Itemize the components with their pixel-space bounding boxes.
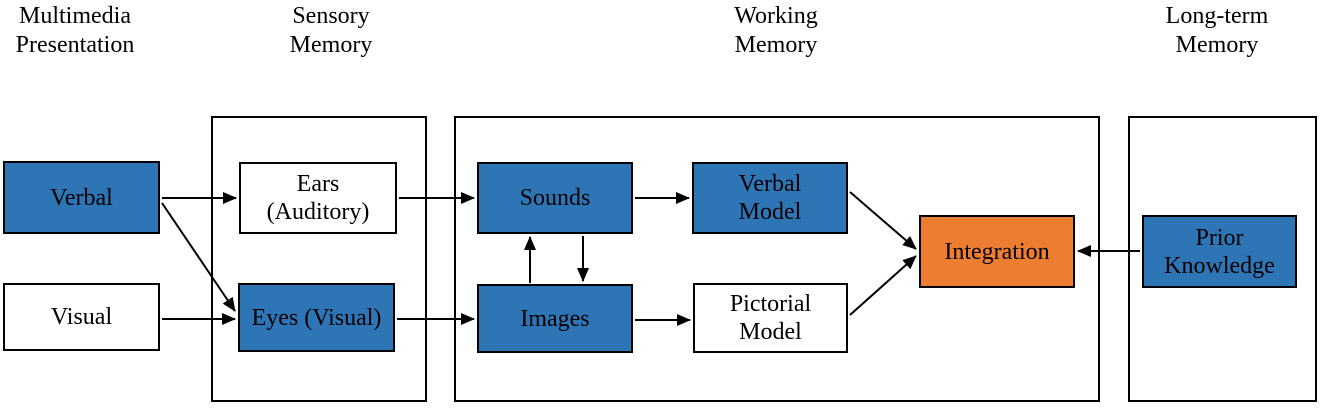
header-multimedia-presentation: Multimedia Presentation xyxy=(0,2,185,60)
header-line: Multimedia xyxy=(19,3,131,29)
node-pictorial-model: Pictorial Model xyxy=(693,283,848,353)
node-verbal: Verbal xyxy=(3,161,160,234)
node-label: (Auditory) xyxy=(266,199,370,225)
node-label: Verbal xyxy=(50,184,113,211)
working-memory-container xyxy=(454,116,1100,402)
node-label: Visual xyxy=(50,304,113,330)
header-working-memory: Working Memory xyxy=(666,2,886,60)
header-line: Memory xyxy=(1175,32,1259,58)
node-label: Model xyxy=(738,199,802,225)
node-label: Prior xyxy=(1195,224,1244,251)
node-eyes: Eyes (Visual) xyxy=(238,283,395,352)
node-verbal-model: Verbal Model xyxy=(692,162,848,234)
node-label: Ears xyxy=(296,171,340,197)
header-line: Sensory xyxy=(292,3,370,29)
node-label: Integration xyxy=(944,238,1050,265)
node-label: Model xyxy=(739,319,802,345)
header-line: Working xyxy=(734,3,818,29)
long-term-memory-container xyxy=(1128,116,1317,402)
node-sounds: Sounds xyxy=(477,162,633,234)
node-label: Eyes (Visual) xyxy=(251,304,382,331)
node-integration: Integration xyxy=(919,215,1075,288)
header-line: Memory xyxy=(734,32,818,58)
header-line: Memory xyxy=(289,32,373,58)
sensory-memory-container xyxy=(211,116,427,402)
header-line: Long-term xyxy=(1165,3,1269,29)
header-long-term-memory: Long-term Memory xyxy=(1107,2,1325,60)
node-label: Sounds xyxy=(519,185,591,211)
node-label: Pictorial xyxy=(729,291,812,317)
node-prior-knowledge: Prior Knowledge xyxy=(1142,215,1297,288)
header-line: Presentation xyxy=(15,32,135,58)
node-label: Verbal xyxy=(738,171,802,197)
header-sensory-memory: Sensory Memory xyxy=(221,2,441,60)
node-ears: Ears (Auditory) xyxy=(239,162,397,234)
node-label: Knowledge xyxy=(1164,252,1275,279)
node-visual: Visual xyxy=(3,283,160,351)
node-label: Images xyxy=(520,305,590,332)
node-images: Images xyxy=(477,284,633,353)
